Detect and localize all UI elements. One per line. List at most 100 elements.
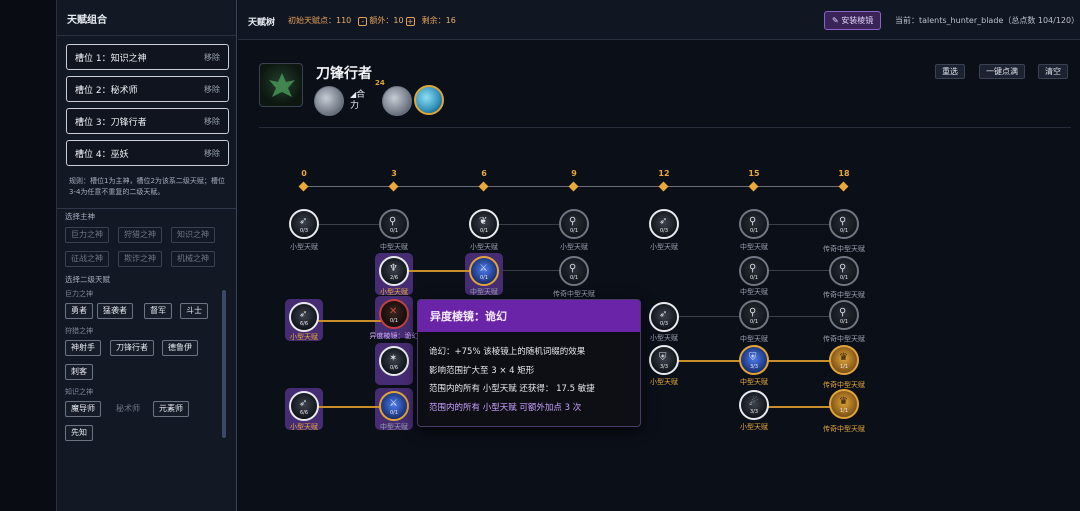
clear-button[interactable]: 清空 xyxy=(1038,64,1068,79)
connector-active xyxy=(664,360,754,362)
talent-chip[interactable]: 神射手 xyxy=(65,340,101,356)
talent-chip[interactable]: 勇者 xyxy=(65,303,93,319)
blade-icon: ⚔ xyxy=(479,263,488,274)
talent-node[interactable]: ⚲0/1 xyxy=(739,209,769,239)
shield-icon: ⛨ xyxy=(659,352,667,363)
connector-active xyxy=(754,360,844,362)
talent-node[interactable]: ⚲0/1 xyxy=(829,300,859,330)
timeline-label: 15 xyxy=(748,169,760,178)
node-label: 小型天赋 xyxy=(470,243,498,251)
god-chip[interactable]: 知识之神 xyxy=(171,227,215,243)
talent-node[interactable]: ♛1/1 xyxy=(829,389,859,419)
class-icon xyxy=(259,63,303,107)
talent-node[interactable]: ⚲0/1 xyxy=(829,209,859,239)
god-chip[interactable]: 机械之神 xyxy=(171,251,215,267)
talent-chip[interactable]: 督军 xyxy=(144,303,172,319)
rule-text: 规则：槽位1为主神，槽位2为该系二级天赋；槽位3-4为任意不重复的二级天赋。 xyxy=(69,177,225,196)
talent-combo-sidebar: 天赋组合 槽位 1：知识之神 移除 槽位 2：秘术师 移除 槽位 3：刀锋行者 … xyxy=(56,0,237,511)
slot-2[interactable]: 槽位 2：秘术师 移除 xyxy=(66,76,229,102)
reset-button[interactable]: 重选 xyxy=(935,64,965,79)
talent-node[interactable]: ⛨3/3 xyxy=(649,345,679,375)
node-label: 小型天赋 xyxy=(650,243,678,251)
node-label: 中型天赋 xyxy=(740,335,768,343)
selected-skill-icon[interactable] xyxy=(414,85,444,115)
talent-node[interactable]: ✶0/6 xyxy=(375,343,413,385)
talent-node[interactable]: ⚲0/1 xyxy=(559,256,589,286)
slot-label: 槽位 4：巫妖 xyxy=(75,149,129,160)
group-heading: 巨力之神 xyxy=(65,290,93,298)
node-label: 小型天赋 xyxy=(560,243,588,251)
talent-chip[interactable]: 斗士 xyxy=(180,303,208,319)
node-label: 小型天赋 xyxy=(290,423,318,431)
slot-label: 槽位 2：秘术师 xyxy=(75,85,138,96)
rune-icon: ⚲ xyxy=(839,263,847,274)
node-label: 中型天赋 xyxy=(740,288,768,296)
talent-node[interactable]: ➶6/6 xyxy=(285,299,323,341)
slot-3[interactable]: 槽位 3：刀锋行者 移除 xyxy=(66,108,229,134)
remove-button[interactable]: 移除 xyxy=(204,84,220,94)
install-prism-button[interactable]: ✎ 安装棱镜 xyxy=(824,11,882,30)
talent-node[interactable]: ♛1/1 xyxy=(829,345,859,375)
node-label: 中型天赋 xyxy=(470,288,498,296)
talent-node[interactable]: ⚔0/1 xyxy=(375,388,413,430)
talent-node[interactable]: ❦0/1 xyxy=(469,209,499,239)
skill-text: ◢合力 xyxy=(350,90,366,111)
god-chip[interactable]: 欺诈之神 xyxy=(118,251,162,267)
timeline-label: 6 xyxy=(481,169,487,178)
talent-chip[interactable]: 刀锋行者 xyxy=(110,340,154,356)
tool-icon: ◢ xyxy=(350,90,357,99)
talent-node[interactable]: ➶6/6 xyxy=(285,388,323,430)
talent-chip[interactable]: 猛袭者 xyxy=(97,303,133,319)
group-heading: 狩猎之神 xyxy=(65,327,93,335)
group-heading: 知识之神 xyxy=(65,388,93,396)
talent-node[interactable]: ⚲0/1 xyxy=(829,256,859,286)
remove-button[interactable]: 移除 xyxy=(204,116,220,126)
timeline-marker xyxy=(658,181,669,192)
plus-icon[interactable]: + xyxy=(405,17,415,26)
talent-node[interactable]: ⛨3/3 xyxy=(739,345,769,375)
talent-node[interactable]: ➶0/3 xyxy=(289,209,319,239)
god-chip[interactable]: 征战之神 xyxy=(65,251,109,267)
god-chip[interactable]: 狩猎之神 xyxy=(118,227,162,243)
wrench-icon: ✎ xyxy=(832,16,839,25)
talent-chip[interactable]: 魔导师 xyxy=(65,401,101,417)
talent-node[interactable]: ☄3/3 xyxy=(739,390,769,420)
talent-node[interactable]: ⚲0/1 xyxy=(379,209,409,239)
talent-node[interactable]: ⚲0/1 xyxy=(559,209,589,239)
shield-icon: ⛨ xyxy=(749,352,757,363)
talent-chip[interactable]: 元素师 xyxy=(153,401,189,417)
skill-icon[interactable] xyxy=(382,86,412,116)
minus-icon[interactable]: - xyxy=(358,17,368,26)
node-label: 小型天赋 xyxy=(380,288,408,296)
dagger-icon: ➶ xyxy=(299,309,308,320)
skill-icon[interactable] xyxy=(314,86,344,116)
slot-label: 槽位 1：知识之神 xyxy=(75,53,147,64)
level-badge: 24 xyxy=(375,79,385,87)
sidebar-scrollbar[interactable] xyxy=(222,290,226,438)
talent-chip[interactable]: 秘术师 xyxy=(110,401,146,417)
talent-chip[interactable]: 先知 xyxy=(65,425,93,441)
rune-icon: ⚲ xyxy=(749,307,757,318)
timeline-marker xyxy=(838,181,849,192)
talent-node[interactable]: ⚲0/1 xyxy=(739,300,769,330)
remove-button[interactable]: 移除 xyxy=(204,148,220,158)
connector xyxy=(484,270,574,271)
talent-node[interactable]: ⚔0/1 xyxy=(465,253,503,295)
slot-4[interactable]: 槽位 4：巫妖 移除 xyxy=(66,140,229,166)
talent-node[interactable]: ⚲0/1 xyxy=(739,256,769,286)
rune-icon: ⚲ xyxy=(569,263,577,274)
auto-fill-button[interactable]: 一键点满 xyxy=(979,64,1025,79)
prism-node[interactable]: ✕0/1 xyxy=(375,296,413,338)
talent-chip[interactable]: 德鲁伊 xyxy=(162,340,198,356)
talent-node[interactable]: ♆2/6 xyxy=(375,253,413,295)
talent-chip[interactable]: 刺客 xyxy=(65,364,93,380)
sidebar-title: 天赋组合 xyxy=(57,0,236,36)
talent-node[interactable]: ➶0/3 xyxy=(649,209,679,239)
talent-node[interactable]: ➶0/3 xyxy=(649,302,679,332)
node-label: 传奇中型天赋 xyxy=(823,381,865,389)
slot-1[interactable]: 槽位 1：知识之神 移除 xyxy=(66,44,229,70)
god-chip[interactable]: 巨力之神 xyxy=(65,227,109,243)
timeline-label: 12 xyxy=(658,169,670,178)
claw-icon: ☄ xyxy=(749,397,758,408)
remove-button[interactable]: 移除 xyxy=(204,52,220,62)
